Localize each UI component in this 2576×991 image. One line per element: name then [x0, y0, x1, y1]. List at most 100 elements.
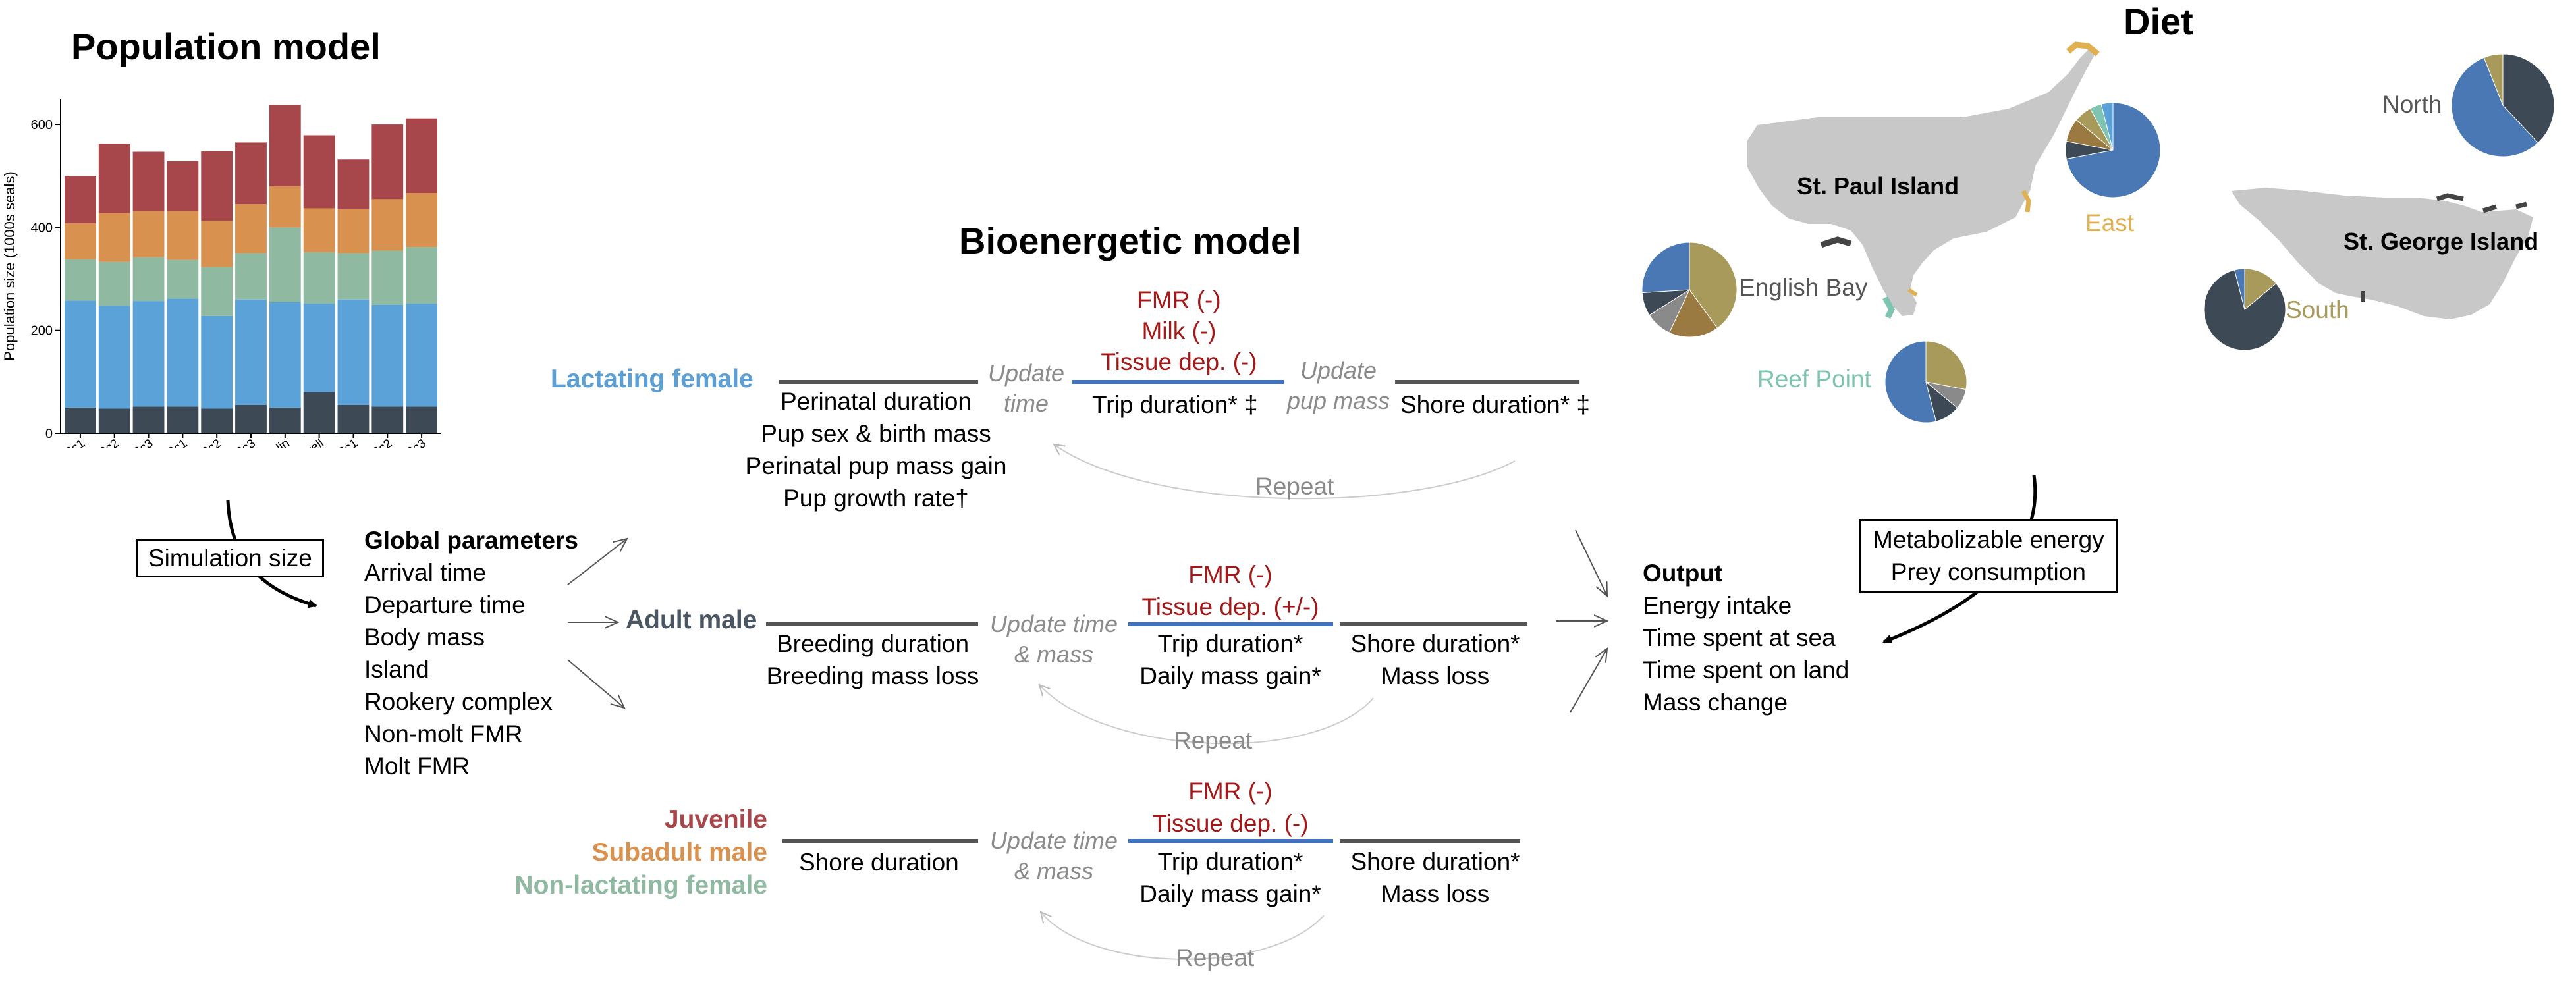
pie-slice — [1884, 340, 1937, 423]
lactating-trip: Trip duration* ‡ — [1092, 391, 1258, 418]
bar-segment — [98, 213, 130, 262]
bar-segment — [269, 227, 301, 302]
lactating-repeat: Repeat — [1255, 473, 1334, 500]
male-repeat: Repeat — [1174, 727, 1253, 754]
bar-segment — [269, 105, 301, 186]
y-tick-label: 0 — [45, 427, 53, 441]
trip-item: Daily mass gain* — [1139, 662, 1321, 689]
bar-segment — [65, 176, 96, 224]
trip-item: Trip duration* — [1157, 630, 1303, 657]
east-coast-highlight-2 — [2021, 190, 2031, 213]
metabolizable-box: Metabolizable energy Prey consumption — [1859, 519, 2118, 593]
reef-point-site-label: Reef Point — [1757, 365, 1871, 392]
bar-segment — [132, 211, 165, 257]
bar-segment — [235, 204, 267, 254]
cost-item: Milk (-) — [1141, 317, 1217, 344]
bar-segment — [371, 304, 404, 407]
output-item: Mass change — [1643, 689, 1788, 716]
bar-segment — [235, 253, 267, 300]
update-line: Update — [987, 360, 1065, 387]
bar-segment — [65, 407, 96, 433]
bar-segment — [406, 118, 437, 194]
bar-segment — [201, 408, 233, 433]
bar-segment — [337, 209, 370, 254]
st-george-island-shape — [2232, 188, 2533, 319]
bar-segment — [201, 151, 233, 221]
bar-segment — [132, 301, 165, 407]
global-parameters-title: Global parameters — [364, 527, 578, 554]
lactating-energy-costs: FMR (-) Milk (-) Tissue dep. (-) — [1080, 284, 1278, 377]
shore-item: Shore duration* — [1350, 848, 1520, 875]
metabolizable-line: Metabolizable energy — [1873, 526, 2104, 553]
bar-segment — [65, 223, 96, 259]
bar-segment — [303, 392, 335, 433]
lactating-update-pup: Update pup mass — [1279, 356, 1398, 416]
output-item: Time spent at sea — [1643, 624, 1836, 651]
cost-item: FMR (-) — [1188, 561, 1273, 588]
bar-segment — [201, 315, 233, 409]
male-shore: Shore duration* Mass loss — [1340, 628, 1531, 692]
bar-segment — [235, 299, 267, 406]
other-repeat: Repeat — [1176, 944, 1255, 971]
adult-male-label: Adult male — [626, 606, 757, 634]
bar-segment — [132, 257, 165, 302]
reef-point-highlight-2 — [1907, 288, 1918, 297]
bar-segment — [98, 306, 130, 409]
non-lactating-female-label: Non-lactating female — [514, 871, 767, 899]
y-tick-label: 600 — [31, 118, 53, 132]
phase1-item: Perinatal pup mass gain — [745, 452, 1007, 479]
bar-segment — [235, 142, 267, 205]
bar-segment — [337, 159, 370, 210]
update-line: & mass — [1014, 641, 1094, 668]
pie-slice — [1641, 242, 1690, 294]
bar-segment — [201, 221, 233, 267]
pie-slice — [1925, 340, 1967, 390]
bar-segment — [303, 252, 335, 304]
bar-segment — [371, 250, 404, 305]
y-tick-label: 200 — [31, 324, 53, 338]
update-line: Update time — [989, 827, 1118, 854]
other-shore: Shore duration* Mass loss — [1340, 845, 1531, 910]
subadult-male-label: Subadult male — [591, 838, 767, 867]
bar-segment — [167, 161, 199, 211]
output-item: Time spent on land — [1643, 656, 1850, 683]
global-param-item: Departure time — [364, 591, 526, 618]
bar-segment — [65, 300, 96, 408]
shore-item: Mass loss — [1381, 880, 1490, 907]
south-site-label: South — [2286, 296, 2349, 323]
trip-item: Daily mass gain* — [1139, 880, 1321, 907]
pie-slice — [1668, 289, 1718, 338]
phase1-item: Breeding duration — [776, 630, 970, 657]
cost-item: Tissue dep. (+/-) — [1141, 593, 1319, 620]
bar-segment — [337, 299, 370, 406]
bar-segment — [406, 247, 437, 304]
bar-segment — [201, 267, 233, 316]
bar-segment — [269, 407, 301, 433]
simulation-size-box: Simulation size — [136, 539, 324, 577]
bar-segment — [167, 406, 199, 433]
other-classes-labels: Juvenile Subadult male Non-lactating fem… — [487, 803, 767, 902]
cost-item: FMR (-) — [1188, 778, 1273, 805]
east-coast-highlight — [2066, 41, 2100, 57]
phase1-item: Perinatal duration — [780, 388, 972, 415]
bar-segment — [132, 406, 165, 433]
english-bay-site-label: English Bay — [1739, 274, 1868, 301]
pie-slice — [2502, 53, 2555, 144]
reef-point-highlight — [1882, 296, 1896, 319]
bioenergetic-model-title: Bioenergetic model — [959, 220, 1302, 261]
cost-item: Tissue dep. (-) — [1152, 810, 1309, 837]
output-block: Output Energy intake Time spent at sea T… — [1643, 557, 1849, 718]
male-trip: Trip duration* Daily mass gain* — [1128, 628, 1332, 692]
male-energy-costs: FMR (-) Tissue dep. (+/-) — [1128, 558, 1332, 623]
lactating-phase1: Perinatal duration Pup sex & birth mass … — [738, 385, 1014, 514]
diet-map — [1641, 41, 2555, 423]
bar-segment — [337, 405, 370, 433]
output-title: Output — [1643, 560, 1723, 587]
north-coast-highlight — [2436, 193, 2464, 201]
english-bay-highlight — [1820, 236, 1852, 248]
lactating-female-label: Lactating female — [551, 365, 754, 393]
update-line: Update time — [989, 610, 1118, 637]
bar-segment — [406, 406, 437, 433]
lactating-update-time: Update time — [973, 358, 1079, 419]
